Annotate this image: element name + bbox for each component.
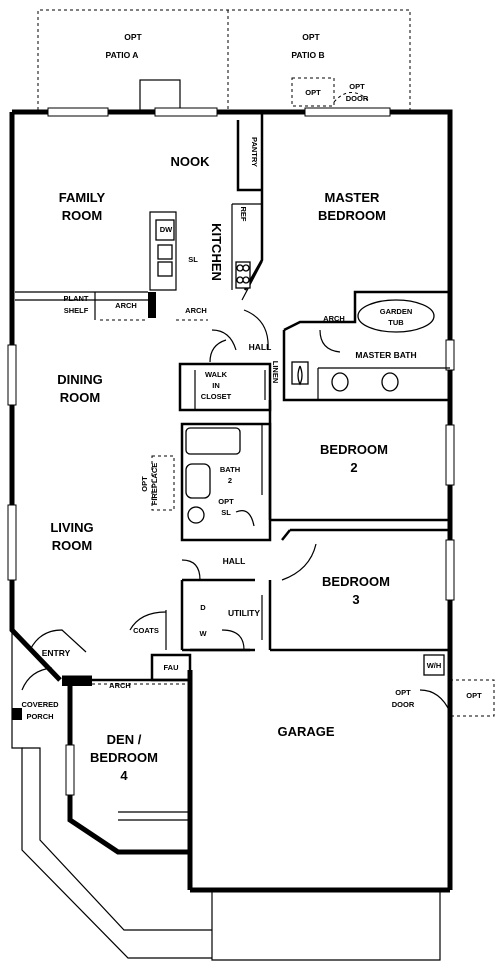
walk-in-closet-line2: IN <box>212 381 220 390</box>
nook-label: NOOK <box>171 154 211 169</box>
family-room-line1: FAMILY <box>59 190 106 205</box>
arch-label-3: ARCH <box>323 314 345 323</box>
master-bath-label: MASTER BATH <box>355 350 416 360</box>
opt-fireplace-outline <box>151 455 175 511</box>
opt-fireplace-line2: FIREPLACE <box>150 463 159 506</box>
bedroom-3-line2: 3 <box>352 592 359 607</box>
opt-door-top-line2: DOOR <box>346 94 369 103</box>
den-line3: 4 <box>120 768 128 783</box>
linen-label: LINEN <box>271 361 280 384</box>
bedroom-2-line1: BEDROOM <box>320 442 388 457</box>
opt-garage-label: OPT <box>466 691 482 700</box>
hall-label-2: HALL <box>223 556 246 566</box>
opt-sl-line2: SL <box>221 508 231 517</box>
coats-label: COATS <box>133 626 159 635</box>
plant-shelf-line1: PLANT <box>64 294 89 303</box>
sl-label: SL <box>188 255 198 264</box>
bedroom-3-line1: BEDROOM <box>322 574 390 589</box>
patio-a-line1: OPT <box>124 32 142 42</box>
washer-label: W <box>199 629 207 638</box>
opt-sl-line1: OPT <box>218 497 234 506</box>
master-bedroom-line1: MASTER <box>325 190 381 205</box>
windows <box>7 107 455 796</box>
opt-door-top-line1: OPT <box>349 82 365 91</box>
hall-label-1: HALL <box>249 342 272 352</box>
bath-2-line2: 2 <box>228 476 232 485</box>
optional-patio-outlines <box>37 9 411 110</box>
opt-door-garage-line2: DOOR <box>392 700 415 709</box>
patio-b-line2: PATIO B <box>291 50 324 60</box>
wh-label: W/H <box>427 661 442 670</box>
garden-tub-line2: TUB <box>388 318 404 327</box>
plant-shelf-line2: SHELF <box>64 306 89 315</box>
arch-label-2: ARCH <box>185 306 207 315</box>
bedroom-2-line2: 2 <box>350 460 357 475</box>
covered-porch-line1: COVERED <box>21 700 59 709</box>
entry-label: ENTRY <box>42 648 71 658</box>
dryer-label: D <box>200 603 206 612</box>
master-bedroom-line2: BEDROOM <box>318 208 386 223</box>
garage-label: GARAGE <box>277 724 334 739</box>
walk-in-closet-line3: CLOSET <box>201 392 232 401</box>
nook-bump-out <box>139 79 181 111</box>
door-swings <box>21 309 495 717</box>
garden-tub-line1: GARDEN <box>380 307 413 316</box>
dw-label: DW <box>160 225 173 234</box>
pantry-label: PANTRY <box>250 137 259 167</box>
walk-in-closet-line1: WALK <box>205 370 228 379</box>
room-labels: OPT PATIO A OPT PATIO B OPT OPT DOOR NOO… <box>21 32 482 783</box>
entry-porch <box>11 630 441 961</box>
kitchen-label: KITCHEN <box>209 223 224 281</box>
arch-label-4: ARCH <box>109 681 131 690</box>
arch-label-1: ARCH <box>115 301 137 310</box>
den-line1: DEN / <box>107 732 142 747</box>
utility-label: UTILITY <box>228 608 260 618</box>
living-room-line1: LIVING <box>50 520 93 535</box>
living-room-line2: ROOM <box>52 538 92 553</box>
ref-label: REF <box>239 207 248 222</box>
dining-room-line1: DINING <box>57 372 103 387</box>
covered-porch-line2: PORCH <box>26 712 53 721</box>
fau-label: FAU <box>164 663 179 672</box>
dining-room-line2: ROOM <box>60 390 100 405</box>
patio-b-line1: OPT <box>302 32 320 42</box>
fixtures <box>155 219 445 676</box>
patio-a-line2: PATIO A <box>106 50 139 60</box>
opt-door-garage-line1: OPT <box>395 688 411 697</box>
family-room-line2: ROOM <box>62 208 102 223</box>
bath-2-line1: BATH <box>220 465 240 474</box>
opt-box-label: OPT <box>305 88 321 97</box>
den-line2: BEDROOM <box>90 750 158 765</box>
opt-fireplace-line1: OPT <box>140 476 149 492</box>
